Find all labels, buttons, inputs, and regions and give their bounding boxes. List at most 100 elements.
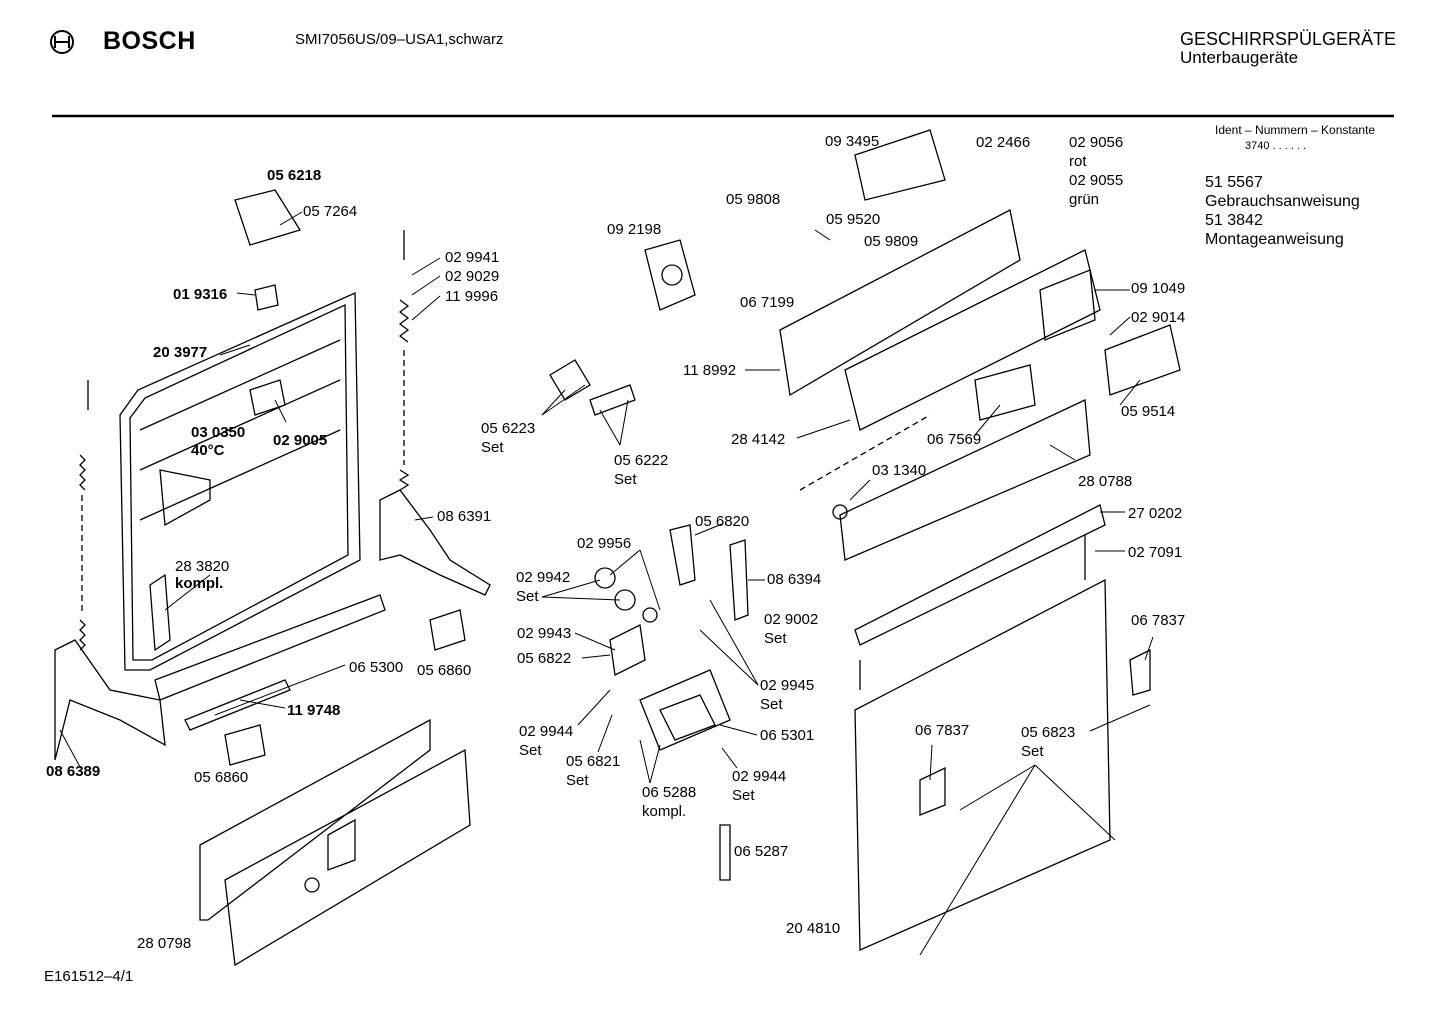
part-label: 20 3977 [153, 344, 208, 361]
part-label: 28 4142 [731, 431, 786, 448]
timer-drawing [644, 239, 696, 311]
part-label: 20 4810 [786, 920, 841, 937]
model-code: SMI7056US/09–USA1,schwarz [295, 31, 504, 48]
front-door-panel-drawing [854, 535, 1151, 951]
part-label: 02 9055 [1069, 172, 1124, 189]
part-label: 02 9014 [1131, 309, 1186, 326]
doc-name: Montageanweisung [1205, 231, 1344, 248]
part-label: 05 6222 [614, 452, 669, 469]
part-label: 28 3820 [175, 558, 230, 575]
part-label: 06 7837 [915, 722, 970, 739]
part-label: 08 6389 [46, 763, 101, 780]
part-label: kompl. [642, 803, 687, 820]
part-label: 02 9029 [445, 268, 500, 285]
part-label: 05 6820 [695, 513, 750, 530]
part-label: grün [1069, 191, 1100, 208]
bottom-rail-drawing [154, 594, 386, 731]
part-label: 09 1049 [1131, 280, 1186, 297]
part-label: 02 9056 [1069, 134, 1124, 151]
cable-clip-drawing [549, 359, 636, 416]
part-label: 02 9002 [764, 611, 819, 628]
bosch-logo-icon [50, 30, 74, 54]
part-label: 27 0202 [1128, 505, 1183, 522]
part-label: 05 7264 [303, 203, 358, 220]
category-title: GESCHIRRSPÜLGERÄTE [1180, 29, 1397, 49]
part-label: Set [519, 742, 542, 759]
outer-panel-drawing [199, 718, 471, 967]
inner-door-drawing [119, 292, 361, 671]
part-label: 05 6823 [1021, 724, 1076, 741]
part-label: 05 6860 [194, 769, 249, 786]
part-label: 06 7569 [927, 431, 982, 448]
doc-number: 51 5567 [1205, 174, 1263, 191]
part-label: 11 9748 [287, 702, 341, 719]
part-label: 28 0788 [1078, 473, 1133, 490]
part-label: 02 9945 [760, 677, 815, 694]
part-label: 28 0798 [137, 935, 192, 952]
category-subtitle: Unterbaugeräte [1180, 48, 1299, 67]
part-label: Set [481, 439, 504, 456]
drawing-id: E161512–4/1 [44, 968, 134, 985]
part-label: 02 9944 [732, 768, 787, 785]
foot-block-a [429, 609, 466, 651]
part-label: 02 9943 [517, 625, 572, 642]
door-spring-left [79, 380, 89, 651]
part-label: 05 9520 [826, 211, 881, 228]
part-label: 02 2466 [976, 134, 1031, 151]
door-lock-drawing [594, 524, 749, 751]
brand-logo: BOSCH [103, 27, 196, 55]
part-label: 05 6223 [481, 420, 536, 437]
part-label: 05 6860 [417, 662, 472, 679]
part-label: 02 9944 [519, 723, 574, 740]
part-label: 11 8992 [683, 362, 737, 379]
control-panel-drawing [779, 129, 1181, 646]
foot-block-b [224, 724, 266, 766]
doc-name: Gebrauchsanweisung [1205, 193, 1360, 210]
part-label: 06 5287 [734, 843, 789, 860]
part-label: Set [764, 630, 787, 647]
part-label: 01 9316 [173, 286, 228, 303]
part-label: 02 9956 [577, 535, 632, 552]
part-label: 09 3495 [825, 133, 880, 150]
part-label: 05 9514 [1121, 403, 1176, 420]
part-label: 06 5300 [349, 659, 404, 676]
part-label: Set [566, 772, 589, 789]
part-label: 02 9005 [273, 432, 328, 449]
part-label: 08 6394 [767, 571, 822, 588]
part-label: 02 9941 [445, 249, 500, 266]
part-label: 05 9808 [726, 191, 781, 208]
heater-bracket-drawing [234, 189, 302, 246]
part-label: 06 7837 [1131, 612, 1186, 629]
part-label: kompl. [175, 575, 224, 592]
part-label: 05 9809 [864, 233, 919, 250]
hinge-left-drawing [54, 639, 166, 761]
doc-number: 51 3842 [1205, 212, 1263, 229]
part-label: 03 1340 [872, 462, 927, 479]
part-label: 05 6821 [566, 753, 621, 770]
part-label: rot [1069, 153, 1087, 170]
part-label: 02 9942 [516, 569, 571, 586]
hinge-right-drawing [379, 489, 491, 596]
part-label: Set [1021, 743, 1044, 760]
part-label: 03 0350 [191, 424, 246, 441]
part-label: 09 2198 [607, 221, 662, 238]
part-label: 11 9996 [445, 288, 499, 305]
part-label: 06 5288 [642, 784, 697, 801]
vent-drawing [719, 824, 731, 881]
part-label: 02 7091 [1128, 544, 1183, 561]
part-label: 05 6822 [517, 650, 572, 667]
door-spring-right [398, 230, 410, 491]
part-label: 06 5301 [760, 727, 815, 744]
part-label: 40°C [191, 442, 225, 459]
part-label: 05 6218 [267, 167, 322, 184]
part-label: Set [760, 696, 783, 713]
part-label: Set [516, 588, 539, 605]
part-label: Set [614, 471, 637, 488]
leader-lines [59, 211, 1154, 956]
ident-value: 3740 . . . . . . [1245, 140, 1307, 152]
part-label: 08 6391 [437, 508, 492, 525]
heater-drawing [249, 284, 286, 416]
part-label: 06 7199 [740, 294, 795, 311]
part-label: Set [732, 787, 755, 804]
